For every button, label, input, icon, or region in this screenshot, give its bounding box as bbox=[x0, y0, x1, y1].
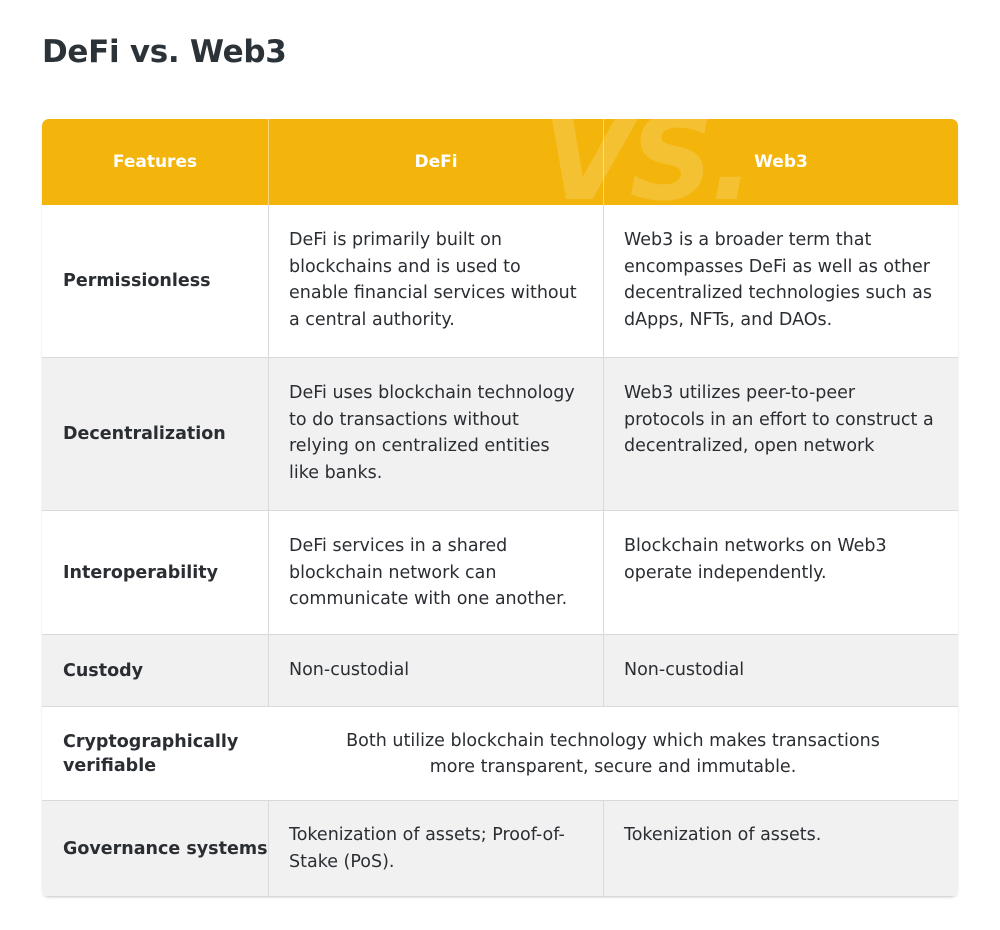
feature-label: Custody bbox=[63, 660, 144, 681]
comparison-table: VS. Features DeFi Web3 Permissionless De… bbox=[42, 119, 958, 897]
feature-label: Governance systems bbox=[63, 838, 268, 859]
feature-label: Interoperability bbox=[63, 562, 218, 583]
web3-cell: Non-custodial bbox=[603, 635, 958, 706]
table-row: Permissionless DeFi is primarily built o… bbox=[42, 205, 958, 358]
feature-label: Cryptographically verifiable bbox=[63, 731, 239, 776]
defi-cell: Tokenization of assets; Proof-of-Stake (… bbox=[268, 801, 603, 896]
defi-cell: Non-custodial bbox=[268, 635, 603, 706]
table-row: Governance systems Tokenization of asset… bbox=[42, 801, 958, 897]
header-web3: Web3 bbox=[603, 119, 958, 205]
table-row: Cryptographically verifiable Both utiliz… bbox=[42, 707, 958, 801]
table-row: Interoperability DeFi services in a shar… bbox=[42, 511, 958, 635]
defi-cell: DeFi is primarily built on blockchains a… bbox=[268, 205, 603, 357]
web3-cell: Web3 is a broader term that encompasses … bbox=[603, 205, 958, 357]
header-defi: DeFi bbox=[268, 119, 603, 205]
table-row: Decentralization DeFi uses blockchain te… bbox=[42, 358, 958, 511]
table-row: Custody Non-custodial Non-custodial bbox=[42, 635, 958, 707]
web3-cell: Tokenization of assets. bbox=[603, 801, 958, 896]
feature-label: Decentralization bbox=[63, 424, 226, 444]
defi-cell: DeFi services in a shared blockchain net… bbox=[268, 511, 603, 634]
page-title: DeFi vs. Web3 bbox=[42, 34, 287, 70]
table-header-row: VS. Features DeFi Web3 bbox=[42, 119, 958, 205]
defi-cell: DeFi uses blockchain technology to do tr… bbox=[268, 358, 603, 510]
header-features: Features bbox=[112, 152, 198, 172]
shared-cell: Both utilize blockchain technology which… bbox=[346, 730, 880, 777]
feature-label: Permissionless bbox=[63, 271, 211, 291]
web3-cell: Blockchain networks on Web3 operate inde… bbox=[603, 511, 958, 634]
web3-cell: Web3 utilizes peer-to-peer protocols in … bbox=[603, 358, 958, 510]
